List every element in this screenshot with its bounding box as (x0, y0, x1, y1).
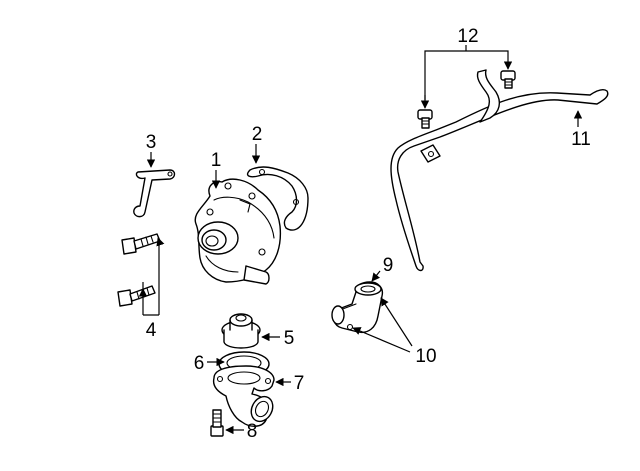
leader-4 (142, 240, 160, 316)
bolt-upper (121, 233, 161, 255)
housing-bolt (210, 409, 224, 437)
callout-12: 12 (457, 26, 478, 47)
callout-5: 5 (284, 328, 295, 349)
callout-9: 9 (383, 255, 394, 276)
coolant-pipe (390, 69, 609, 272)
callout-2: 2 (252, 124, 263, 145)
callout-labels: 1 2 3 4 5 6 7 8 9 10 11 12 (146, 26, 591, 442)
callout-1: 1 (211, 150, 222, 171)
mounting-bracket (133, 169, 176, 218)
callout-10: 10 (415, 346, 436, 367)
thermostat (221, 313, 261, 349)
leader-lines (138, 45, 583, 435)
callout-7: 7 (294, 373, 305, 394)
callout-8: 8 (247, 421, 258, 442)
bolt-lower (117, 285, 156, 307)
pipe-fitting-left (417, 109, 433, 129)
pipe-fitting-right (500, 70, 516, 89)
callout-6: 6 (194, 353, 205, 374)
thermostat-housing (212, 365, 275, 427)
leader-9 (371, 270, 381, 282)
coolant-outlet (331, 281, 384, 334)
callout-4: 4 (146, 320, 157, 341)
leader-10a (380, 297, 413, 347)
water-pump-gasket (246, 166, 309, 231)
callout-11: 11 (571, 129, 591, 150)
water-pump (194, 178, 282, 285)
callout-3: 3 (146, 132, 157, 153)
leader-10b (352, 327, 411, 353)
